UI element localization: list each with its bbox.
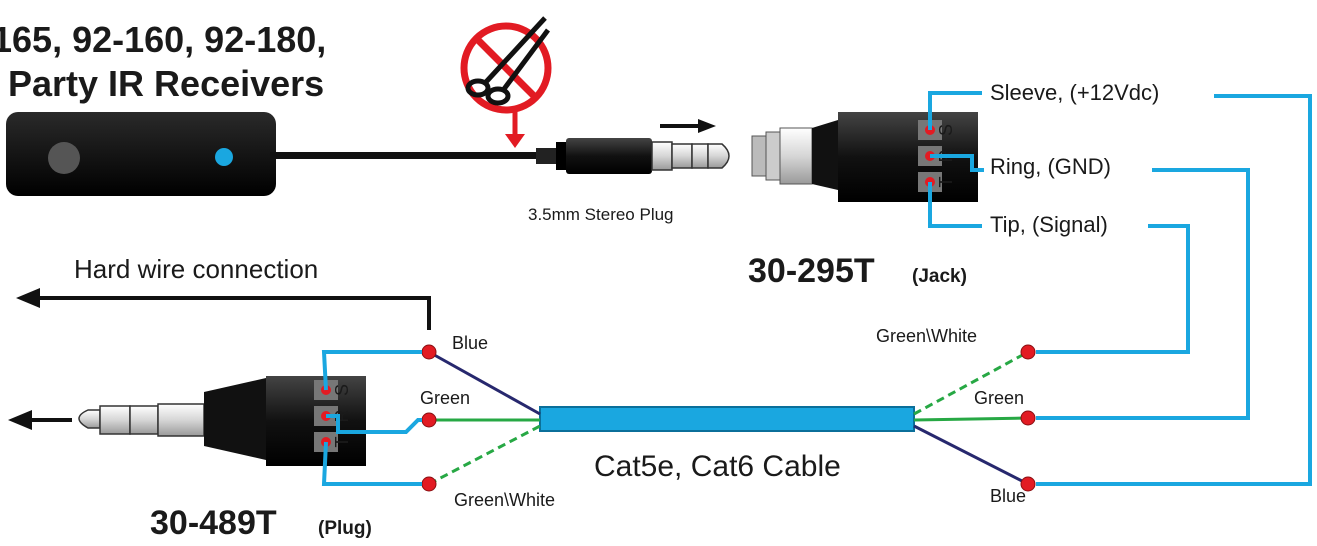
sleeve-run [1036, 94, 1312, 486]
tip-wire [928, 182, 982, 228]
jack-wires [928, 91, 1312, 486]
ir-receiver [6, 112, 276, 196]
jack-part-number: 30-295T [748, 252, 875, 290]
ring-wire [930, 154, 984, 172]
tip-run [1036, 224, 1190, 354]
hardwire-label: Hard wire connection [74, 254, 318, 284]
receiver-cable [270, 152, 540, 159]
cat-cable [539, 406, 915, 432]
plug-exit-arrow [8, 410, 72, 430]
plug-wires [321, 350, 422, 486]
plug-terminal-s: S [332, 384, 352, 396]
cut-point-arrow [505, 112, 525, 148]
right-wire-green: Green [974, 388, 1024, 408]
left-conductors [428, 350, 541, 486]
plug-part-number: 30-489T [150, 504, 277, 542]
right-conductors [913, 350, 1029, 486]
left-wire-green-white: Green\White [454, 490, 555, 510]
right-wire-green-white: Green\White [876, 326, 977, 346]
jack-terminal-s: S [936, 124, 956, 136]
left-wire-green: Green [420, 388, 470, 408]
title-line-1: 165, 92-160, 92-180, [0, 19, 326, 60]
right-wire-blue: Blue [990, 486, 1026, 506]
hardwire-arrow [16, 288, 431, 330]
no-cut-icon [460, 16, 552, 114]
jack-connector [751, 112, 978, 202]
title-line-2: Party IR Receivers [8, 63, 324, 104]
jack-terminal-t: T [936, 177, 956, 188]
ring-run [1036, 168, 1250, 420]
pin-ring-label: Ring, (GND) [990, 154, 1111, 179]
jack-part-suffix: (Jack) [912, 266, 967, 287]
plug-part-suffix: (Plug) [318, 518, 372, 539]
pin-tip-label: Tip, (Signal) [990, 212, 1108, 237]
insert-arrow-icon [660, 119, 716, 133]
plug-terminal-t: T [332, 437, 352, 448]
sleeve-wire [928, 91, 982, 130]
left-wire-blue: Blue [452, 333, 488, 353]
stereo-plug-label: 3.5mm Stereo Plug [528, 205, 674, 224]
stereo-plug-top [536, 138, 730, 174]
cable-label: Cat5e, Cat6 Cable [594, 450, 841, 483]
pin-sleeve-label: Sleeve, (+12Vdc) [990, 80, 1159, 105]
